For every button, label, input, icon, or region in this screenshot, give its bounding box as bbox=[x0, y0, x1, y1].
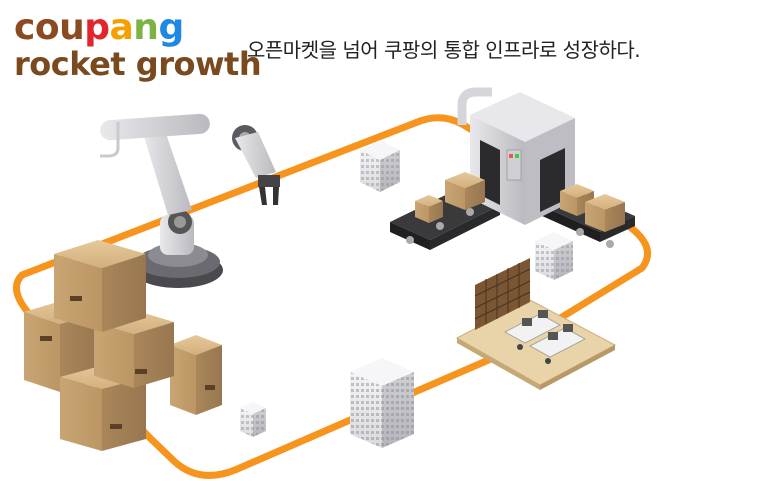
office-area bbox=[455, 258, 617, 390]
coupang-rocket-growth-logo: coupang rocket growth bbox=[14, 10, 262, 83]
building-icon bbox=[240, 402, 266, 437]
brand-wordmark: coupang bbox=[14, 10, 261, 46]
cardboard-box bbox=[170, 335, 222, 415]
cardboard-box bbox=[445, 172, 485, 210]
building-icon bbox=[535, 232, 573, 280]
building-icon bbox=[360, 140, 400, 192]
brand-letter: u bbox=[59, 7, 85, 48]
brand-letter: c bbox=[14, 7, 35, 48]
headline: 오픈마켓을 넘어 쿠팡의 통합 인프라로 성장하다. bbox=[247, 38, 641, 62]
cardboard-box bbox=[585, 194, 625, 232]
brand-letter: n bbox=[133, 7, 159, 48]
brand-letter: g bbox=[158, 7, 184, 48]
cardboard-box bbox=[415, 195, 443, 223]
cardboard-box bbox=[54, 240, 146, 332]
brand-subtitle: rocket growth bbox=[14, 45, 262, 83]
bookshelf-icon bbox=[474, 258, 531, 330]
brand-letter: p bbox=[84, 7, 110, 48]
brand-letter: o bbox=[34, 7, 60, 48]
building-icon bbox=[350, 358, 414, 448]
desk-icon bbox=[504, 310, 586, 364]
brand-letter: a bbox=[109, 7, 134, 48]
robot-arm bbox=[100, 113, 280, 288]
box-pile bbox=[24, 240, 222, 451]
